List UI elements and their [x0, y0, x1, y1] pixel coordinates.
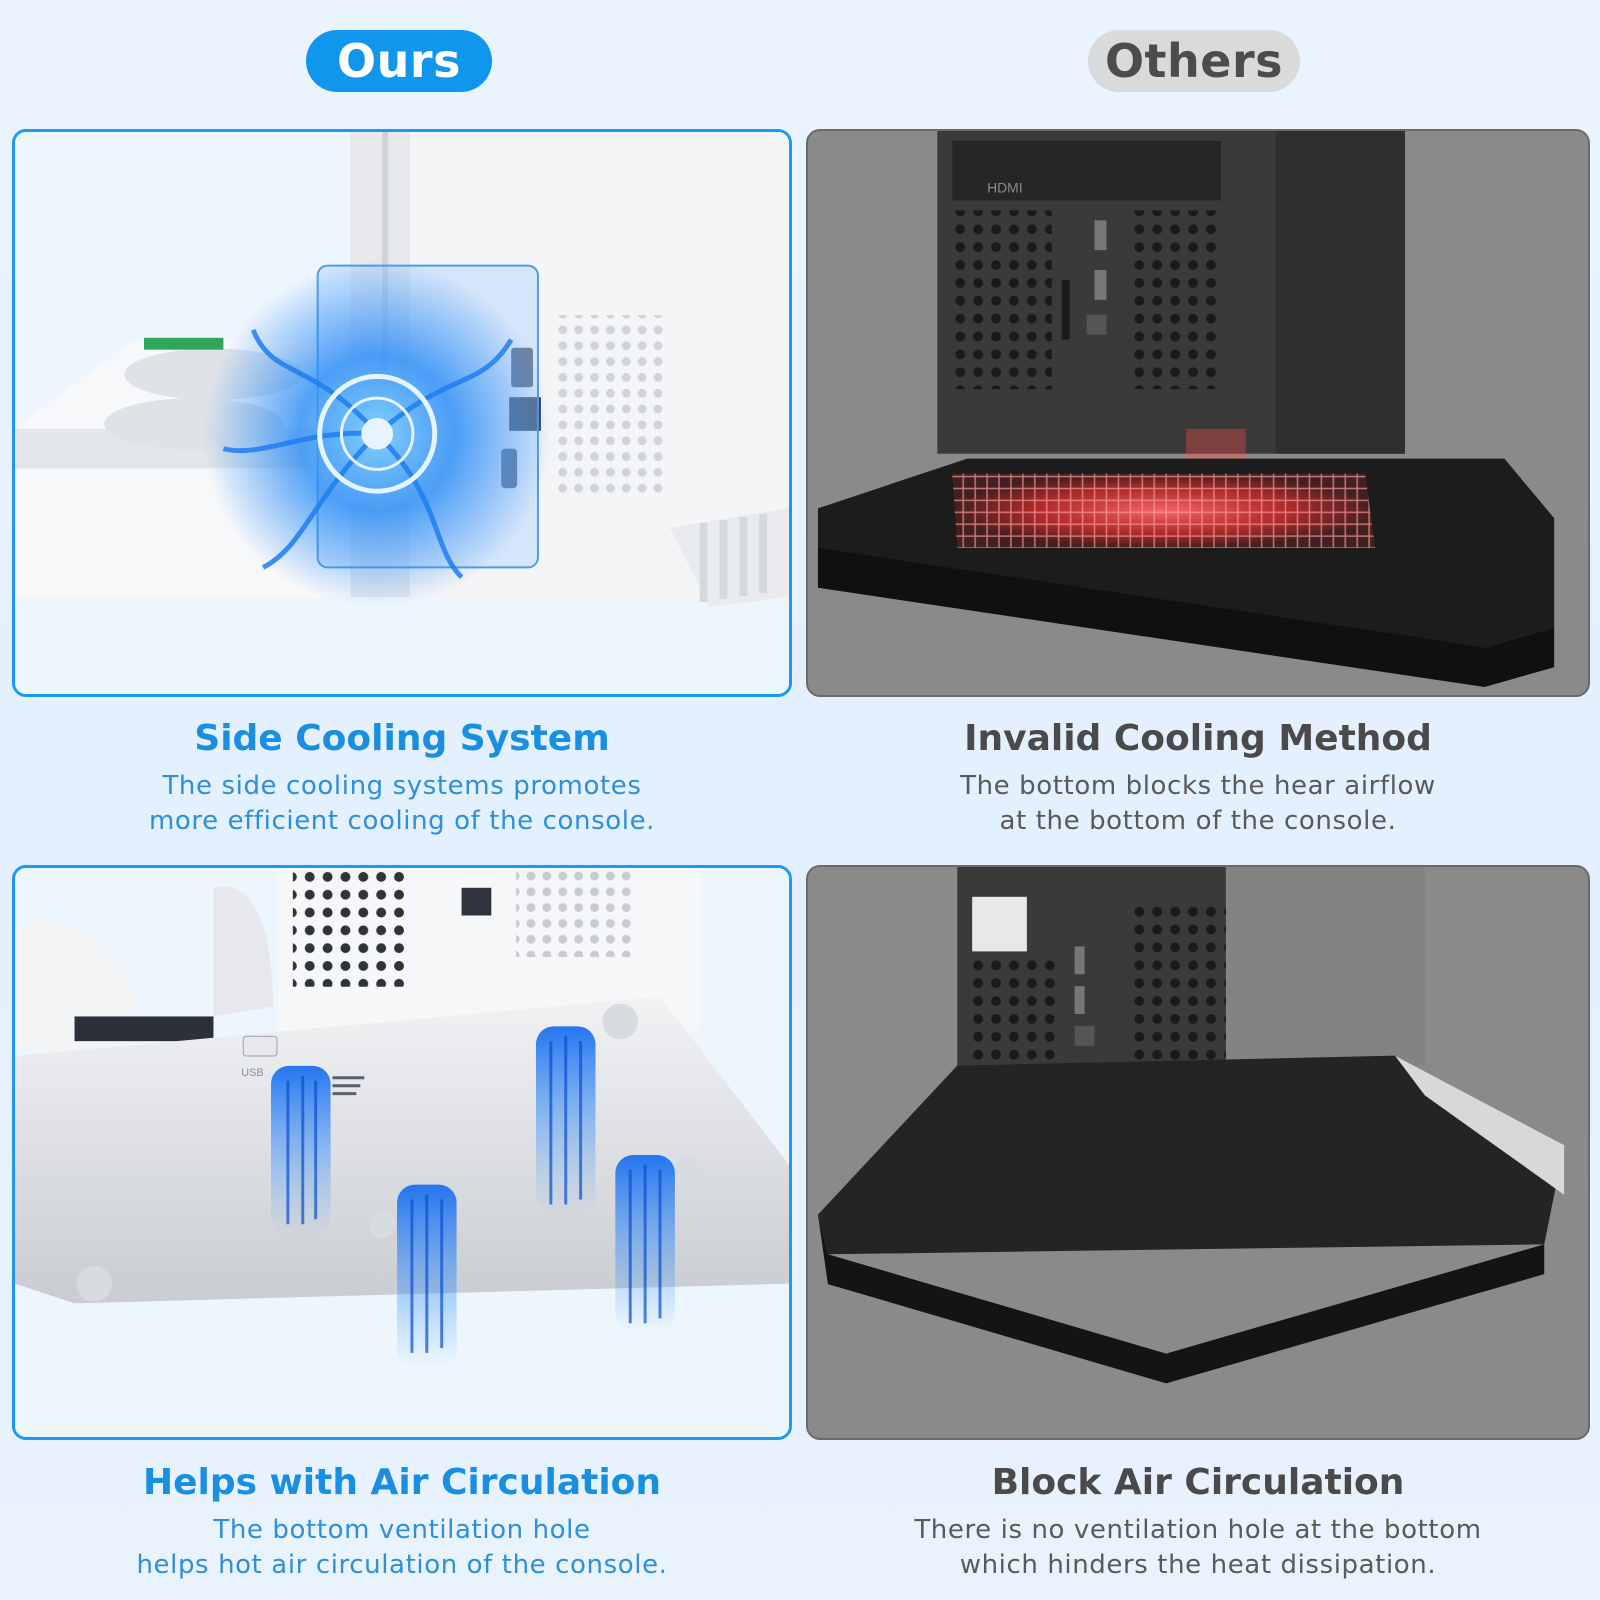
ours-air-circulation-image: USB — [12, 865, 792, 1440]
others-bottom-caption: Block Air Circulation There is no ventil… — [806, 1462, 1590, 1583]
others-block-circulation-image — [806, 865, 1590, 1440]
ours-badge: Ours — [306, 30, 492, 92]
ours-top-caption: Side Cooling System The side cooling sys… — [12, 718, 792, 839]
invalid-cooling-title: Invalid Cooling Method — [964, 718, 1432, 759]
air-circulation-title: Helps with Air Circulation — [142, 1462, 662, 1503]
side-cooling-description: The side cooling systems promotes more e… — [148, 771, 656, 836]
ours-side-cooling-image — [12, 129, 792, 697]
others-bottom-cooling-image: HDMI — [806, 129, 1590, 697]
air-circulation-description: The bottom ventilation hole helps hot ai… — [136, 1515, 668, 1580]
hdmi-label: HDMI — [987, 180, 1023, 196]
usb-label: USB — [241, 1067, 263, 1079]
others-top-caption: Invalid Cooling Method The bottom blocks… — [806, 718, 1590, 839]
block-circulation-title: Block Air Circulation — [991, 1462, 1405, 1503]
invalid-cooling-description: The bottom blocks the hear airflow at th… — [960, 771, 1436, 836]
block-circulation-description: There is no ventilation hole at the bott… — [914, 1515, 1482, 1580]
others-badge: Others — [1088, 30, 1300, 92]
ours-bottom-caption: Helps with Air Circulation The bottom ve… — [12, 1462, 792, 1583]
side-cooling-title: Side Cooling System — [194, 718, 610, 759]
